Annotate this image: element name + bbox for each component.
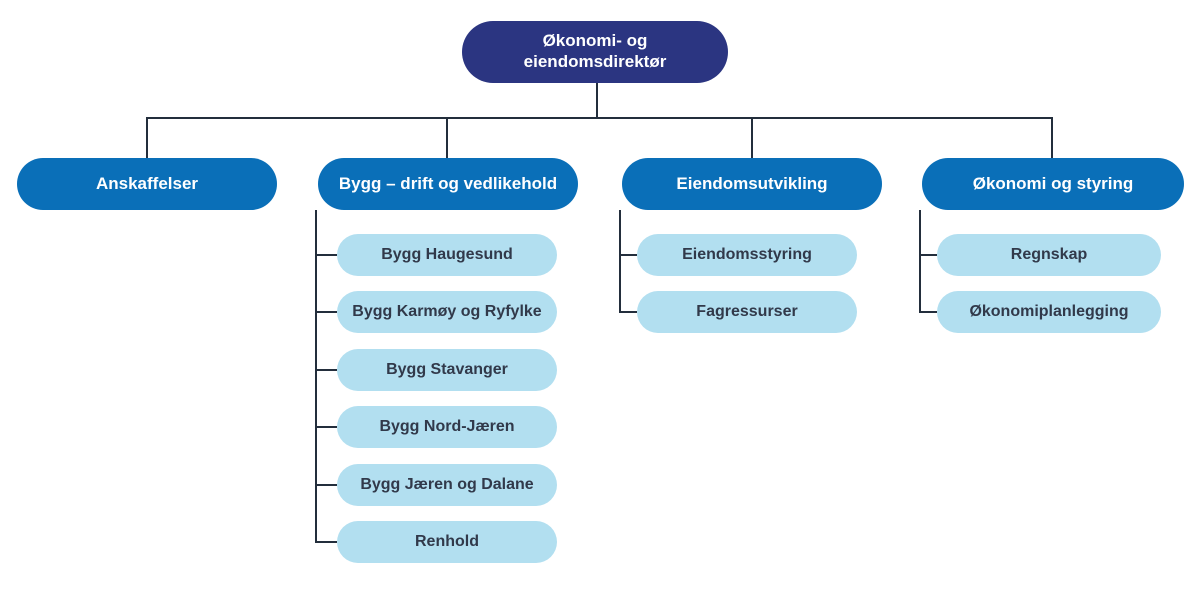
org-node-okonomiplanlegging: Økonomiplanlegging [937, 291, 1161, 333]
connector-spine-bygg [315, 210, 317, 543]
org-node-anskaffelser: Anskaffelser [17, 158, 277, 210]
connector-stub-bygg-jaeren-dalane [315, 484, 337, 486]
connector-spine-eiendomsutvikling [619, 210, 621, 313]
org-node-regnskap: Regnskap [937, 234, 1161, 276]
org-node-bygg-jaeren-dalane: Bygg Jæren og Dalane [337, 464, 557, 506]
connector-stub-bygg-stavanger [315, 369, 337, 371]
connector-drop-eiendomsutvikling [751, 117, 753, 158]
org-node-okonomi-og-styring: Økonomi og styring [922, 158, 1184, 210]
connector-stub-fagressurser [619, 311, 637, 313]
org-node-eiendomsutvikling: Eiendomsutvikling [622, 158, 882, 210]
connector-stub-okonomiplanlegging [919, 311, 937, 313]
connector-spine-okonomi-og-styring [919, 210, 921, 313]
org-node-bygg-drift-vedlikehold: Bygg – drift og vedlikehold [318, 158, 578, 210]
org-node-fagressurser: Fagressurser [637, 291, 857, 333]
org-node-bygg-karmoy-ryfylke: Bygg Karmøy og Ryfylke [337, 291, 557, 333]
connector-drop-bygg [446, 117, 448, 158]
connector-drop-anskaffelser [146, 117, 148, 158]
connector-bus [146, 117, 1053, 119]
connector-stub-renhold [315, 541, 337, 543]
connector-stub-bygg-haugesund [315, 254, 337, 256]
org-node-renhold: Renhold [337, 521, 557, 563]
connector-stub-eiendomsstyring [619, 254, 637, 256]
org-node-bygg-haugesund: Bygg Haugesund [337, 234, 557, 276]
org-node-bygg-stavanger: Bygg Stavanger [337, 349, 557, 391]
org-node-bygg-nord-jaeren: Bygg Nord-Jæren [337, 406, 557, 448]
connector-stub-bygg-nord-jaeren [315, 426, 337, 428]
connector-root-riser [596, 83, 598, 117]
connector-stub-bygg-karmoy [315, 311, 337, 313]
connector-stub-regnskap [919, 254, 937, 256]
connector-drop-okonomi-og-styring [1051, 117, 1053, 158]
org-node-eiendomsstyring: Eiendomsstyring [637, 234, 857, 276]
org-node-root: Økonomi- og eiendomsdirektør [462, 21, 728, 83]
